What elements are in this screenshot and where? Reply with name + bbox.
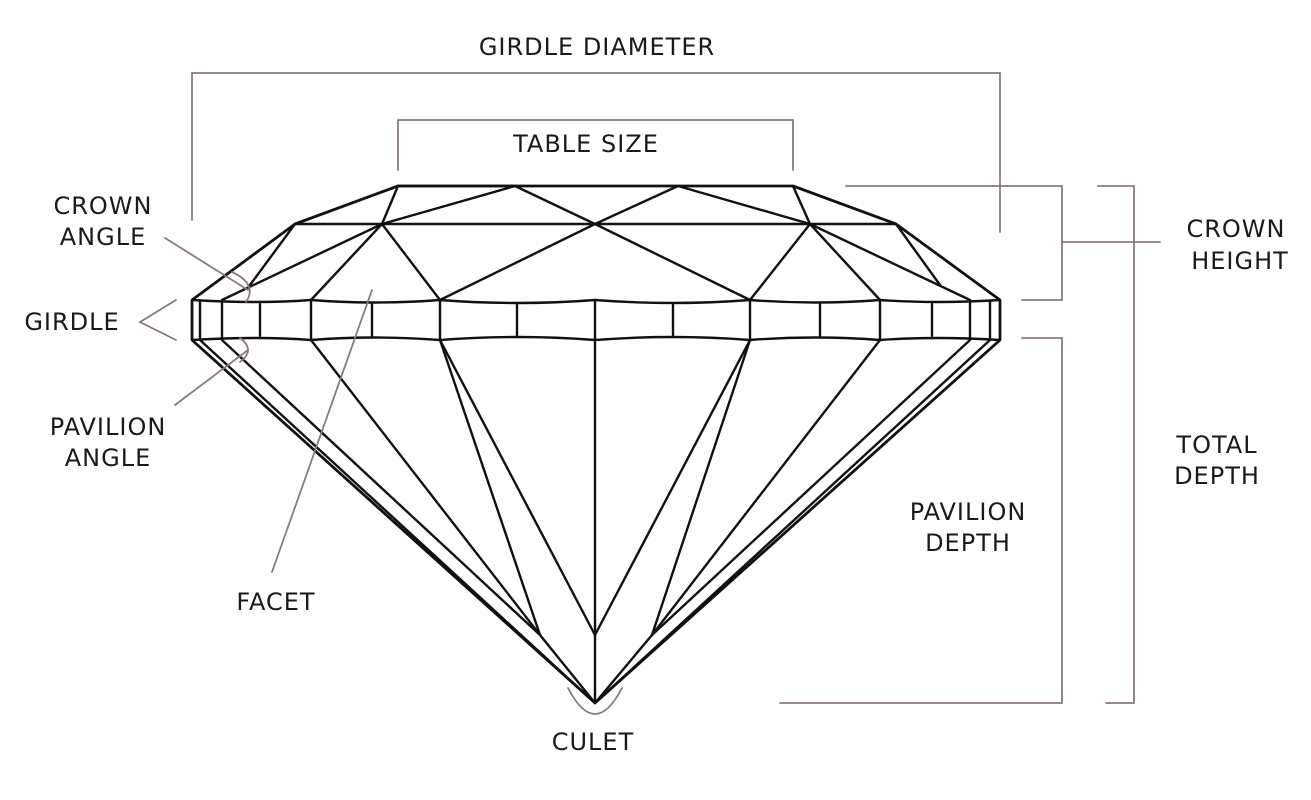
label-total-depth-line1: TOTAL: [1175, 431, 1257, 459]
crown-height-bracket: [845, 185, 1161, 301]
pavilion-facets: [191, 338, 1001, 705]
callout-lines: [138, 72, 1161, 715]
label-total-depth-line2: DEPTH: [1174, 462, 1260, 490]
table-size-bracket: [397, 119, 794, 171]
crown-angle-pointer: [164, 237, 249, 291]
diamond-drawing: [190, 184, 1002, 705]
pavilion-depth-bracket: [779, 337, 1063, 704]
label-pavilion-angle-line1: PAVILION: [50, 413, 167, 441]
girdle-pointer: [138, 299, 177, 341]
label-table-size: TABLE SIZE: [512, 130, 659, 158]
label-crown-angle-line2: ANGLE: [60, 223, 147, 251]
label-pavilion-angle-line2: ANGLE: [65, 444, 152, 472]
label-girdle-diameter: GIRDLE DIAMETER: [479, 33, 715, 61]
label-pavilion-depth-line2: DEPTH: [925, 529, 1011, 557]
pavilion-angle-pointer: [174, 349, 249, 406]
label-girdle: GIRDLE: [24, 308, 119, 336]
label-crown-height-line2: HEIGHT: [1191, 247, 1289, 275]
girdle-diameter-bracket: [191, 72, 1001, 233]
label-facet: FACET: [236, 588, 315, 616]
crown-facets: [220, 184, 972, 302]
pavilion-angle-arc: [239, 337, 249, 363]
label-culet: CULET: [552, 728, 635, 756]
label-pavilion-depth-line1: PAVILION: [910, 498, 1027, 526]
text-labels: GIRDLE DIAMETER TABLE SIZE CROWN ANGLE G…: [24, 33, 1289, 756]
label-crown-angle-line1: CROWN: [53, 192, 152, 220]
crown-outline: [191, 184, 1001, 302]
crown-angle-arc: [231, 271, 251, 303]
girdle-band: [190, 298, 1002, 342]
label-crown-height-line1: CROWN: [1186, 215, 1285, 243]
total-depth-bracket: [1097, 185, 1135, 704]
facet-pointer: [271, 289, 373, 573]
culet-arc: [567, 687, 623, 715]
